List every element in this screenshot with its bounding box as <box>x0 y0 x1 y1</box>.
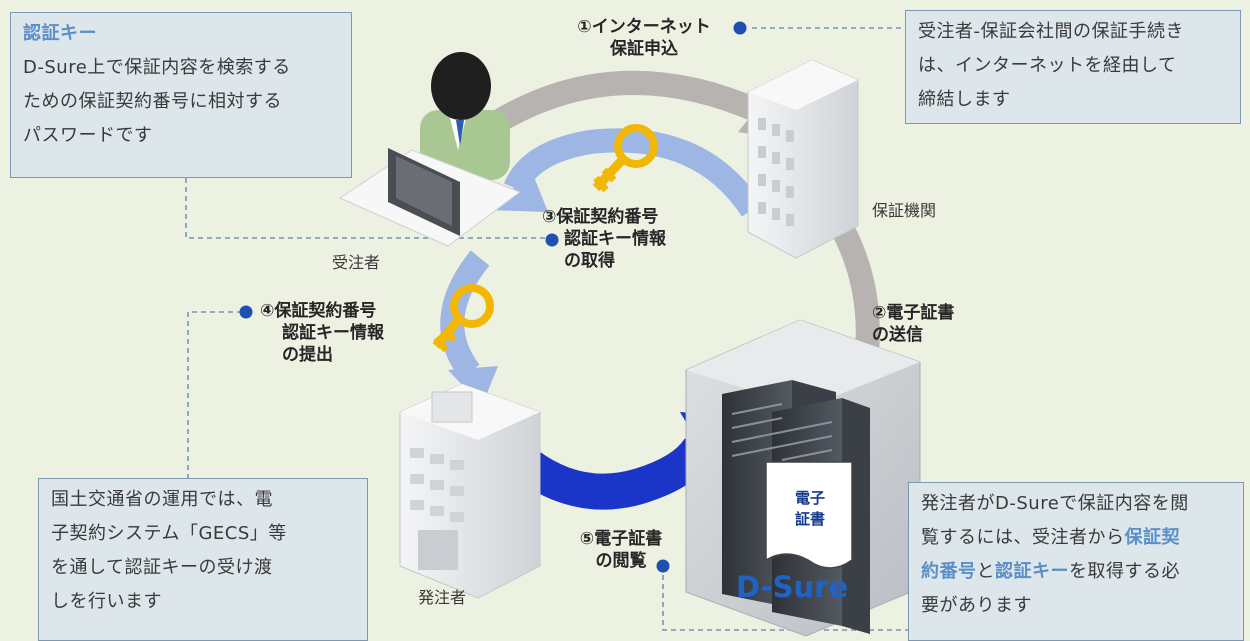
key-icon <box>592 124 658 193</box>
note-orderer-text: と <box>976 561 995 582</box>
key-icon <box>432 284 494 353</box>
step-5-label: ⑤電子証書 の閲覧 <box>566 528 676 572</box>
note-orderer-highlight: 約番号 <box>921 561 977 582</box>
note-mlit: 国土交通省の運用では、電 子契約システム「GECS」等 を通して認証キーの受け渡… <box>38 478 368 641</box>
note-orderer-highlight: 認証キー <box>995 561 1069 582</box>
step-4-line: の提出 <box>282 345 333 365</box>
step-1-line: 保証申込 <box>610 39 678 59</box>
certificate-label: 電子 証書 <box>778 488 842 530</box>
connector-lines <box>185 27 908 631</box>
note-auth-key-title: 認証キー <box>23 23 97 44</box>
note-internet-line: は、インターネットを経由して <box>918 55 1177 76</box>
contractor-label: 受注者 <box>332 253 381 272</box>
note-internet: 受注者-保証会社間の保証手続き は、インターネットを経由して 締結します <box>905 10 1241 124</box>
note-mlit-line: 子契約システム「GECS」等 <box>51 523 287 544</box>
note-orderer-line: 要があります <box>921 595 1032 616</box>
note-auth-key: 認証キー D-Sure上で保証内容を検索する ための保証契約番号に相対する パス… <box>10 12 352 178</box>
note-orderer-line: 覧するには、受注者から保証契 <box>921 521 1231 555</box>
note-orderer: 発注者がD-Sureで保証内容を閲 覧するには、受注者から保証契 約番号と認証キ… <box>908 482 1244 641</box>
step-4-label: ④保証契約番号 認証キー情報 の提出 <box>260 300 420 366</box>
step-4-line: 認証キー情報 <box>282 323 384 343</box>
note-auth-key-line: ための保証契約番号に相対する <box>23 91 282 112</box>
note-orderer-line: 約番号と認証キーを取得する必 <box>921 555 1231 589</box>
guarantor-building <box>747 59 859 259</box>
guarantor-label: 保証機関 <box>872 201 937 220</box>
step-2-line: の送信 <box>872 325 923 345</box>
note-orderer-line: 発注者がD-Sureで保証内容を閲 <box>921 493 1189 514</box>
note-mlit-line: を通して認証キーの受け渡 <box>51 557 273 578</box>
step-3-label: ③保証契約番号 認証キー情報 の取得 <box>542 206 702 272</box>
step-1-label: ①インターネット 保証申込 <box>556 16 732 60</box>
orderer-label: 発注者 <box>418 588 467 607</box>
step-2-label: ②電子証書 の送信 <box>872 302 954 346</box>
step-5-line: ⑤電子証書 <box>579 529 663 549</box>
note-auth-key-line: パスワードです <box>23 125 153 146</box>
step-3-line: ③保証契約番号 <box>542 207 659 227</box>
step-2-line: ②電子証書 <box>872 303 955 323</box>
step-4-line: ④保証契約番号 <box>260 301 377 321</box>
note-orderer-text: 覧するには、受注者から <box>921 527 1125 548</box>
step-5-line: の閲覧 <box>595 551 647 571</box>
orderer-building <box>399 383 541 599</box>
arrow-submit <box>440 250 498 406</box>
note-orderer-text: を取得する必 <box>1069 561 1180 582</box>
note-internet-line: 受注者-保証会社間の保証手続き <box>918 21 1184 42</box>
certificate-icon <box>765 461 853 569</box>
certificate-line: 電子 <box>794 489 825 507</box>
note-auth-key-line: D-Sure上で保証内容を検索する <box>23 57 291 78</box>
certificate-line: 証書 <box>794 510 825 528</box>
dsure-label: D-Sure <box>736 570 849 604</box>
contractor-figure <box>338 52 522 247</box>
note-mlit-line: 国土交通省の運用では、電 <box>51 489 273 510</box>
note-orderer-highlight: 保証契 <box>1124 527 1180 548</box>
step-1-line: ①インターネット <box>577 17 711 37</box>
step-3-line: の取得 <box>564 251 615 271</box>
note-internet-line: 締結します <box>918 89 1011 110</box>
bullet-dots <box>239 21 747 573</box>
note-mlit-line: しを行います <box>51 591 162 612</box>
step-3-line: 認証キー情報 <box>564 229 666 249</box>
